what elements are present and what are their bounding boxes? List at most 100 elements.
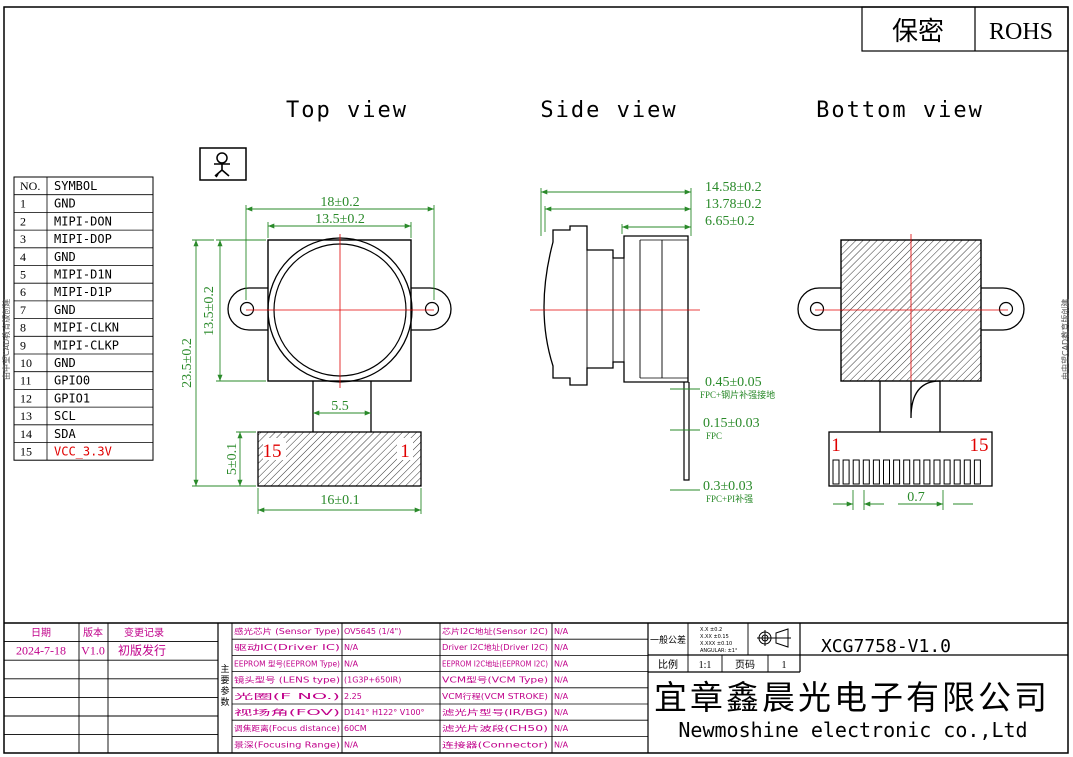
param-cell: 镜头型号 (LENS type) — [234, 675, 340, 685]
param-cell: 光圈(F NO.) — [234, 691, 340, 701]
pin-number: 14 — [20, 427, 32, 441]
param-cell: 景深(Focusing Range) — [234, 740, 340, 749]
param-cell: 调焦距离(Focus distance) — [234, 723, 340, 733]
pin-number: 12 — [20, 391, 32, 405]
contact-finger — [883, 459, 890, 485]
pin-header-symbol: SYMBOL — [54, 179, 97, 193]
pin-symbol: MIPI-CLKP — [54, 338, 119, 352]
pin-symbol: GND — [54, 303, 76, 317]
contact-finger — [923, 459, 931, 485]
pin-symbol: GND — [54, 356, 76, 370]
params-label-char: 数 — [220, 696, 229, 708]
company-name-en: Newmoshine electronic co.,Ltd — [678, 718, 1027, 742]
revision-header: 日期 — [31, 627, 51, 639]
top-pad-pin-first: 15 — [263, 441, 282, 462]
tolerance-line-2: X.XX ±0.15 — [700, 634, 729, 640]
param-cell: N/A — [554, 724, 569, 733]
param-cell: 驱动IC(Driver IC) — [234, 642, 340, 652]
pin-number: 6 — [20, 285, 26, 299]
top-dim-pad-height: 5±0.1 — [225, 443, 240, 475]
pin-symbol: SDA — [54, 427, 76, 441]
contact-finger — [973, 459, 981, 485]
contact-finger — [963, 459, 971, 485]
top-dim-width-inner: 13.5±0.2 — [315, 212, 365, 227]
contact-finger — [913, 459, 921, 485]
param-cell: VCM型号(VCM Type) — [442, 676, 548, 685]
tolerance-label: 一般公差 — [650, 634, 686, 646]
param-cell: D141° H122° V100° — [344, 708, 425, 717]
pin-number: 1 — [20, 197, 26, 211]
rohs-label: ROHS — [989, 19, 1053, 45]
pin-number: 8 — [20, 321, 26, 335]
param-cell: VCM行程(VCM STROKE) — [442, 691, 548, 701]
pin-symbol: MIPI-CLKN — [54, 321, 119, 335]
top-dim-pad-width: 16±0.1 — [320, 493, 359, 508]
top-view-drawing: 15 1 18±0.2 13.5±0.2 13.5±0.2 23.5±0.2 5… — [180, 195, 452, 514]
confidential-label: 保密 — [892, 17, 944, 47]
part-number: XCG7758-V1.0 — [821, 636, 951, 657]
bottom-pad-pin-first: 1 — [831, 435, 841, 456]
top-view-title: Top view — [286, 98, 408, 123]
contact-finger — [872, 459, 880, 485]
pin-symbol: GPIO1 — [54, 391, 90, 405]
contact-finger — [893, 459, 901, 485]
pin-number: 3 — [20, 232, 26, 246]
pin-number: 13 — [20, 409, 32, 423]
contact-finger — [862, 459, 870, 485]
params-label-char: 参 — [220, 685, 229, 697]
param-cell: Driver I2C地址(Driver I2C) — [442, 642, 548, 652]
tolerance-line-4: ANGULAR: ±1° — [700, 648, 738, 654]
top-dim-flex-width: 5.5 — [331, 399, 349, 414]
tolerance-block: 一般公差 X.X ±0.2 X.XX ±0.15 X.XXX ±0.10 ANG… — [647, 623, 1068, 753]
pin-symbol: GPIO0 — [54, 374, 90, 388]
top-dim-width-outer: 18±0.2 — [320, 195, 359, 210]
company-name-cn: 宜章鑫晨光电子有限公司 — [654, 678, 1050, 717]
page-label: 页码 — [735, 659, 755, 671]
revision-cell: V1.0 — [81, 644, 105, 658]
side-dim-d2: 13.78±0.2 — [705, 197, 762, 212]
tolerance-line-1: X.X ±0.2 — [700, 627, 722, 633]
bottom-view-title: Bottom view — [816, 98, 984, 123]
bottom-view-drawing: 1 15 0.7 — [797, 234, 1025, 510]
params-label-char: 要 — [220, 675, 229, 686]
side-note-t2: FPC — [706, 431, 722, 441]
pin-number: 5 — [20, 268, 26, 282]
param-cell: 视场角(FOV) — [234, 707, 340, 717]
top-dim-height-inner: 13.5±0.2 — [202, 286, 217, 336]
pin-number: 2 — [20, 214, 26, 228]
param-cell: 滤光片型号(IR/BG) — [442, 707, 548, 717]
esd-warning-icon — [199, 147, 247, 181]
param-cell: 连接器(Connector) — [442, 739, 548, 749]
param-cell: 60CM — [344, 724, 367, 733]
side-note-t1: FPC+钢片补强接地 — [700, 389, 775, 400]
contact-finger — [842, 459, 850, 485]
param-cell: N/A — [554, 740, 569, 749]
tolerance-line-3: X.XXX ±0.10 — [700, 641, 732, 647]
side-dim-t2: 0.15±0.03 — [703, 416, 760, 431]
param-cell: EEPROM 型号(EEPROM Type) — [234, 659, 340, 668]
corner-stamp: 保密 ROHS — [861, 6, 1069, 52]
pin-number: 11 — [20, 374, 32, 388]
side-view-drawing: 14.58±0.2 13.78±0.2 6.65±0.2 0.45±0.05 F… — [530, 180, 775, 504]
param-cell: OV5645 (1/4") — [344, 627, 401, 636]
bottom-dim-pitch: 0.7 — [907, 490, 925, 505]
param-cell: N/A — [344, 643, 359, 652]
bottom-contact-fingers — [832, 459, 981, 485]
side-note-t3: FPC+PI补强 — [706, 493, 753, 504]
param-cell: N/A — [344, 659, 359, 668]
revision-header: 版本 — [83, 626, 103, 639]
param-cell: N/A — [554, 676, 569, 685]
param-cell: N/A — [554, 643, 569, 652]
top-pad-pin-last: 1 — [400, 441, 410, 462]
contact-finger — [953, 459, 961, 485]
side-view-title: Side view — [540, 98, 677, 123]
scale-value: 1:1 — [699, 660, 712, 671]
watermark-right: 由中望CAD教育版创建 — [1060, 299, 1070, 380]
projection-symbol-icon — [757, 628, 791, 648]
contact-finger — [832, 459, 840, 485]
contact-finger — [903, 459, 911, 485]
pin-number: 15 — [20, 445, 32, 459]
